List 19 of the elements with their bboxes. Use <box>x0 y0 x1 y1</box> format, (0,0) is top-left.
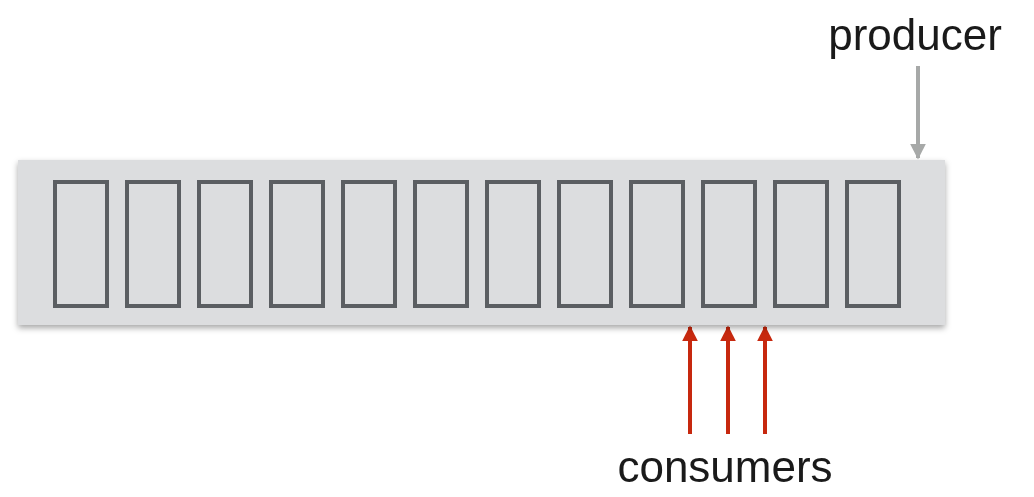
queue-slot <box>845 180 901 308</box>
arrow <box>682 325 698 434</box>
arrow <box>720 325 736 434</box>
queue-slot <box>413 180 469 308</box>
label-text: consumers <box>580 440 870 494</box>
queue-slot <box>269 180 325 308</box>
arrow <box>910 66 926 160</box>
queue-slot <box>629 180 685 308</box>
queue-slot <box>125 180 181 308</box>
queue-slot <box>485 180 541 308</box>
queue-slot <box>197 180 253 308</box>
label-text: producer <box>800 8 1030 62</box>
queue-slot <box>341 180 397 308</box>
arrow <box>757 325 773 434</box>
queue-slot <box>557 180 613 308</box>
queue-bar <box>18 160 945 325</box>
queue-slot <box>773 180 829 308</box>
queue-slot <box>701 180 757 308</box>
queue-slot <box>53 180 109 308</box>
